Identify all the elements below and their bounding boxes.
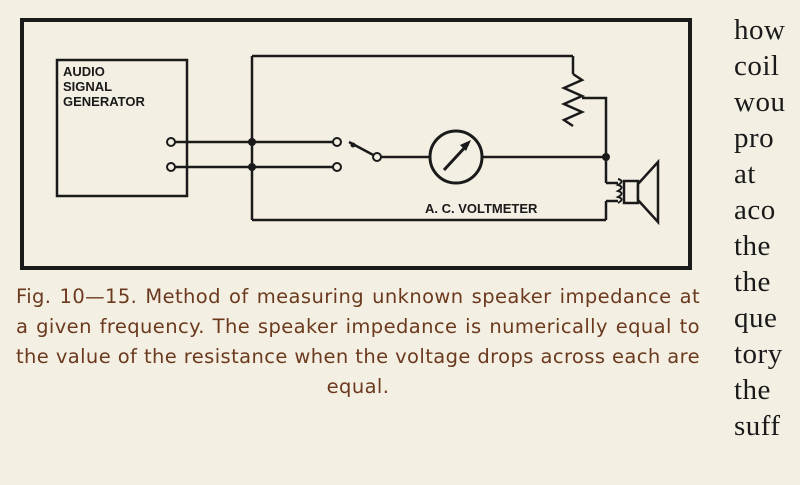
signal-generator-box [55, 58, 189, 198]
junction-dot [602, 153, 610, 161]
side-line: the [734, 230, 771, 262]
switch-contact-top [332, 137, 342, 147]
switch-pivot [372, 152, 382, 162]
signal-generator-label: AUDIO SIGNAL GENERATOR [63, 64, 145, 109]
side-line: aco [734, 194, 776, 226]
junction-dot [248, 138, 256, 146]
circuit-diagram: AUDIO SIGNAL GENERATOR [20, 18, 692, 270]
side-line: suff [734, 410, 781, 442]
switch-blade-tip [350, 142, 356, 148]
figure-border [20, 18, 692, 270]
side-line: coil [734, 50, 780, 82]
side-line: how [734, 14, 786, 46]
side-line: at [734, 158, 756, 190]
voltmeter-label: A. C. VOLTMETER [425, 201, 538, 216]
generator-terminal-top [166, 137, 176, 147]
side-line: que [734, 302, 778, 334]
adjacent-column-text: how coil wou pro at aco the the que tory… [734, 14, 800, 485]
side-line: wou [734, 86, 786, 118]
generator-label-line-3: GENERATOR [63, 94, 145, 109]
side-line: the [734, 266, 771, 298]
side-line: pro [734, 122, 775, 154]
generator-label-line-1: AUDIO [63, 64, 105, 79]
circuit-wires [175, 54, 618, 222]
generator-label-line-2: SIGNAL [63, 79, 112, 94]
figure-caption: Fig. 10—15. Method of measuring unknown … [16, 285, 700, 398]
junction-dot [248, 163, 256, 171]
side-line: the [734, 374, 771, 406]
side-line: tory [734, 338, 783, 370]
circuit-figure: AUDIO SIGNAL GENERATOR [20, 18, 692, 270]
voltmeter-needle-tip [460, 140, 471, 151]
speaker-icon [615, 158, 660, 226]
generator-terminal-bottom [166, 162, 176, 172]
switch-contact-bottom [332, 162, 342, 172]
